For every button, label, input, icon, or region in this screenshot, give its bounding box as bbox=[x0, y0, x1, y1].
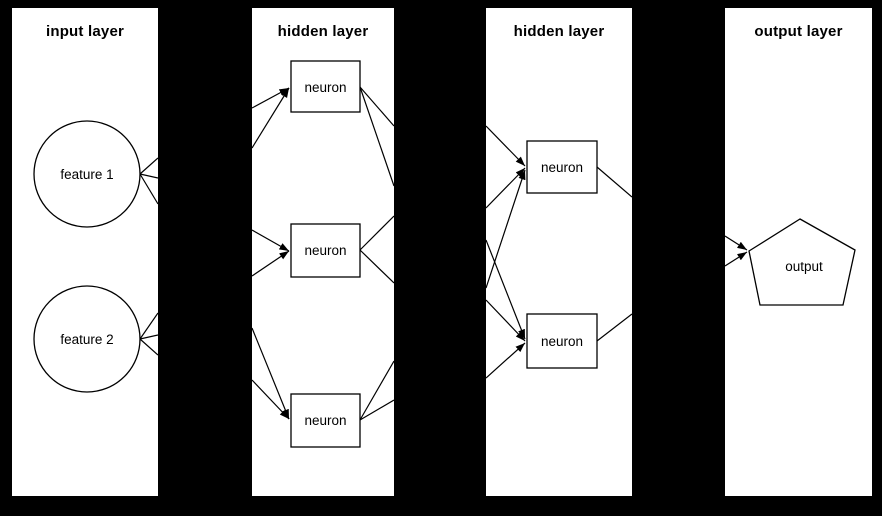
edges-into-output-node bbox=[725, 235, 748, 267]
edges-from-feature-2 bbox=[139, 312, 158, 356]
hidden-layer-1-graphics: neuron neuron neuron bbox=[252, 60, 394, 448]
layer-title-input-layer: input layer bbox=[45, 23, 125, 40]
edges-into-hidden2-neuron-2 bbox=[486, 239, 526, 379]
hidden-layer-2-graphics: neuron neuron bbox=[486, 125, 632, 379]
node-hidden2-neuron-1[interactable] bbox=[526, 140, 598, 194]
input-layer-graphics: feature 1 feature 2 bbox=[33, 120, 158, 393]
node-output-node[interactable] bbox=[748, 218, 856, 306]
layer-title-output-layer: output layer bbox=[754, 23, 843, 40]
node-label-hidden2-neuron-2: neuron bbox=[541, 334, 583, 349]
node-label-output-node: output bbox=[785, 259, 823, 274]
node-label-feature-1: feature 1 bbox=[60, 167, 113, 182]
edges-into-hidden1-neuron-2 bbox=[252, 229, 290, 277]
node-hidden2-neuron-2[interactable] bbox=[526, 313, 598, 369]
edges-from-feature-1 bbox=[139, 157, 158, 205]
node-hidden1-neuron-2[interactable] bbox=[290, 223, 361, 278]
node-label-hidden1-neuron-3: neuron bbox=[304, 413, 346, 428]
edges-into-hidden1-neuron-1 bbox=[252, 87, 290, 149]
node-label-feature-2: feature 2 bbox=[60, 332, 113, 347]
node-feature-1[interactable] bbox=[33, 120, 141, 228]
edges-out-hidden2-neuron-2 bbox=[596, 313, 632, 342]
layer-title-hidden-layer-1: hidden layer bbox=[277, 23, 369, 40]
node-label-hidden2-neuron-1: neuron bbox=[541, 160, 583, 175]
node-hidden1-neuron-1[interactable] bbox=[290, 60, 361, 113]
layer-panel-output-layer: output layer output bbox=[725, 8, 872, 496]
layer-panel-hidden-layer-1: hidden layer bbox=[252, 8, 394, 496]
node-label-hidden1-neuron-1: neuron bbox=[304, 80, 346, 95]
node-feature-2[interactable] bbox=[33, 285, 141, 393]
edges-out-hidden2-neuron-1 bbox=[596, 166, 632, 198]
edges-out-hidden1-neuron-2 bbox=[359, 215, 394, 284]
edges-into-hidden1-neuron-3 bbox=[252, 327, 290, 420]
edges-out-hidden1-neuron-3 bbox=[359, 360, 394, 421]
output-layer-graphics: output bbox=[725, 218, 856, 306]
node-hidden1-neuron-3[interactable] bbox=[290, 393, 361, 448]
node-label-hidden1-neuron-2: neuron bbox=[304, 243, 346, 258]
edges-out-hidden1-neuron-1 bbox=[359, 86, 394, 187]
layer-panel-hidden-layer-2: hidden layer bbox=[486, 8, 632, 496]
layer-title-hidden-layer-2: hidden layer bbox=[513, 23, 605, 40]
layer-panel-input-layer: input layer feature 1 feature 2 bbox=[12, 8, 158, 496]
edges-into-hidden2-neuron-1 bbox=[486, 125, 526, 289]
